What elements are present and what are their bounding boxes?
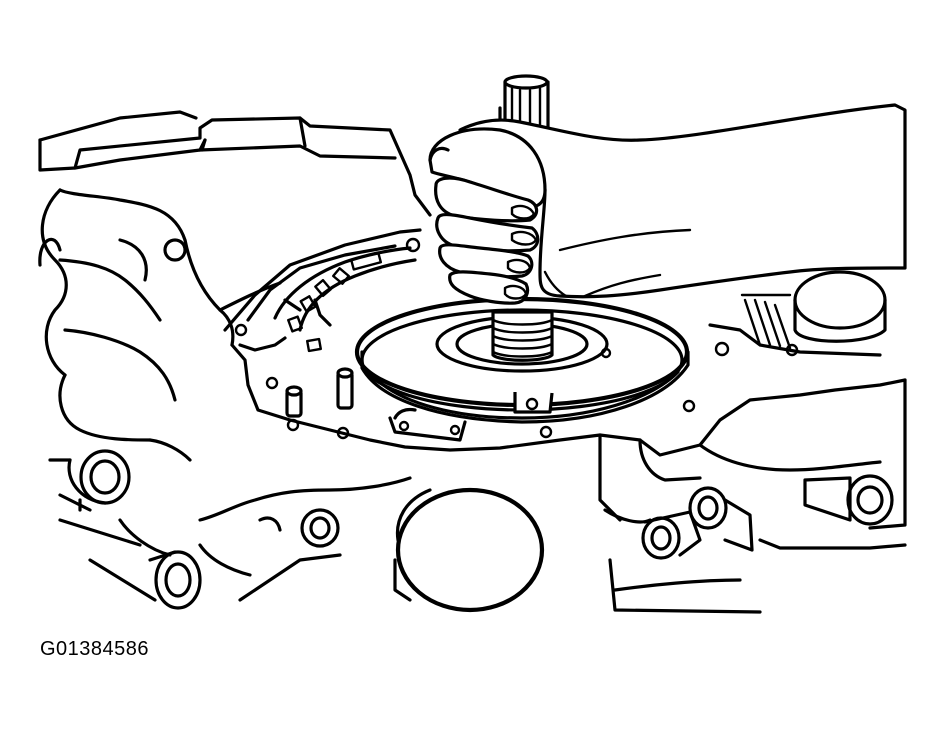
figure-id-label: G01384586 [40,638,150,660]
clutch-housing-slots [273,246,417,418]
fluid-ports [48,449,894,613]
hand [428,103,907,305]
case-right-side [598,270,907,614]
transmission-case [38,110,432,462]
